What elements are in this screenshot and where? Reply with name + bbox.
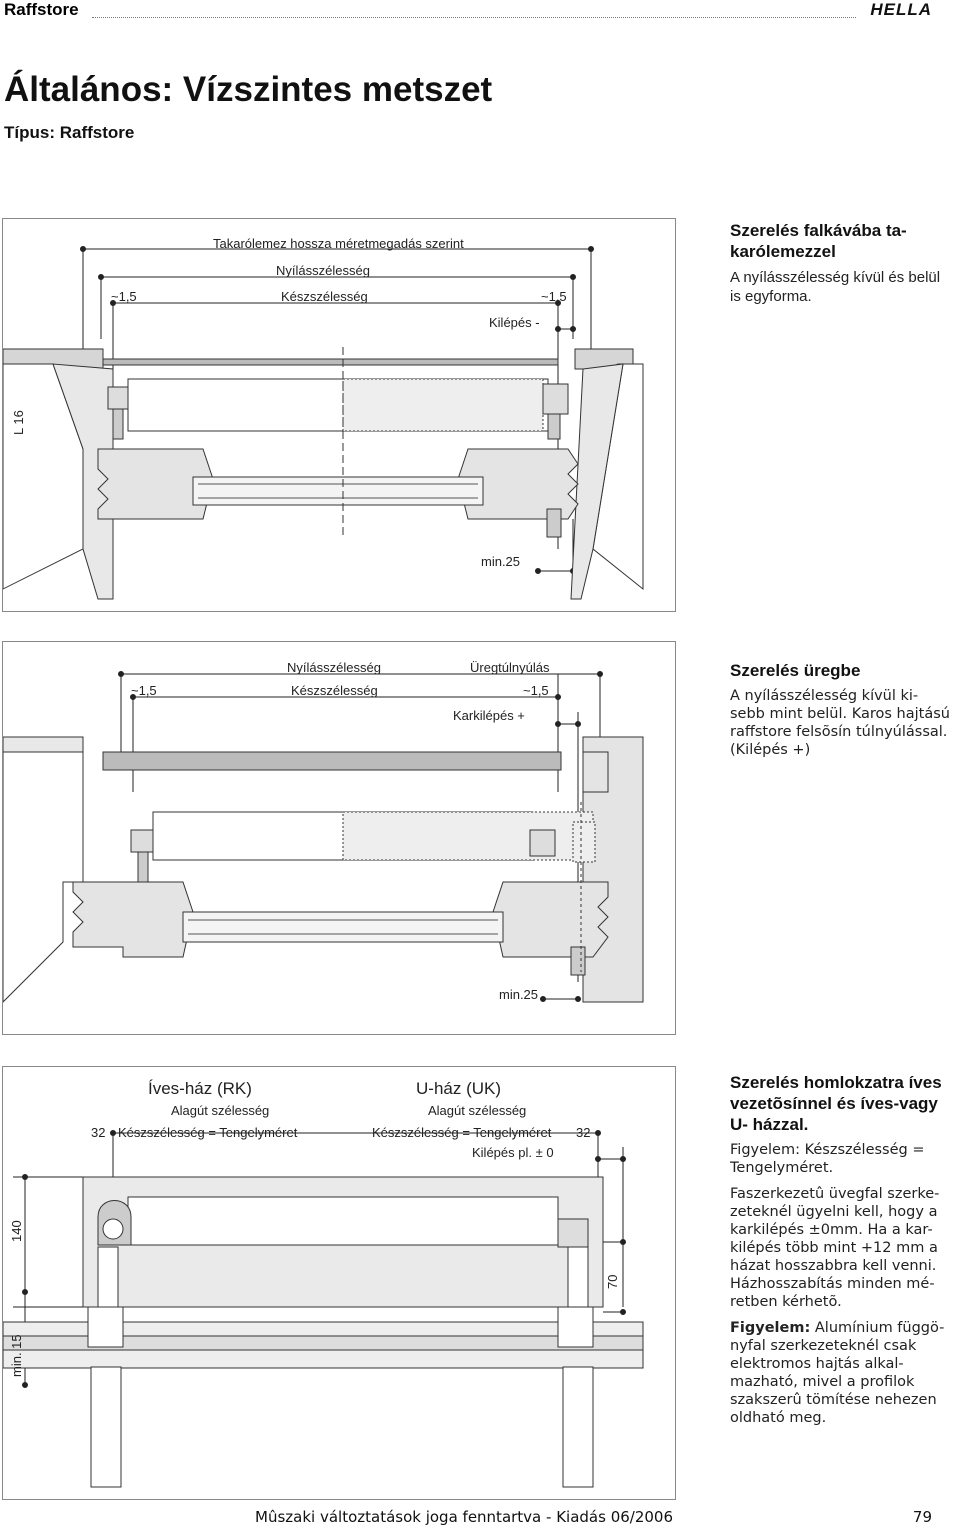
page-subtitle: Típus: Raffstore [4, 123, 135, 142]
page-number: 79 [912, 1508, 932, 1526]
label-exit-example: Kilépés pl. ± 0 [472, 1145, 554, 1160]
footer-note: Mûszaki változtatások joga fenntartva - … [255, 1508, 674, 1526]
section-cavity-mount: Szerelés üregbe A nyílásszélesség kívül … [730, 660, 950, 759]
drawing-panel-reveal-mount: Takarólemez hossza méretmegadás szerint … [2, 218, 676, 612]
drawing-facade-mount: Íves-ház (RK) U-ház (UK) Alagút szélessé… [3, 1079, 644, 1488]
label-arc-housing: Íves-ház (RK) [148, 1079, 252, 1098]
label-finished-eq-shaft-right: Készszélesség = Tengelyméret [372, 1125, 552, 1140]
label-cover-length: Takarólemez hossza méretmegadás szerint [213, 236, 464, 251]
label-arm-exit: Karkilépés + [453, 708, 525, 723]
section-warning: Figyelem: Alumínium függö-nyfal szerkeze… [730, 1319, 955, 1427]
section-heading: Szerelés falkávába ta-karólemezzel [730, 221, 907, 261]
label-cavity-overhang: Üregtúlnyúlás [470, 660, 550, 675]
label-tunnel-width-left: Alagút szélesség [171, 1103, 269, 1118]
label-tunnel-width-right: Alagút szélesség [428, 1103, 526, 1118]
label-finished-eq-shaft-left: Készszélesség = Tengelyméret [118, 1125, 298, 1140]
label-tolerance-right: ~1,5 [523, 683, 549, 698]
label-tolerance-right: ~1,5 [541, 289, 567, 304]
drawing-reveal-mount: Takarólemez hossza méretmegadás szerint … [3, 236, 644, 600]
label-exit: Kilépés - [489, 315, 540, 330]
section-text: A nyílásszélesség kívül ki-sebb mint bel… [730, 688, 950, 758]
label-l16: L 16 [11, 410, 26, 435]
label-opening-width: Nyílásszélesség [276, 263, 370, 278]
section-note: Figyelem: Készszélesség = Tengelyméret. [730, 1142, 925, 1176]
section-text: Faszerkezetû üvegfal szerke-zeteknél ügy… [730, 1186, 940, 1274]
section-text: A nyílásszélesség kívül és belül is egyf… [730, 269, 941, 305]
page-title: Általános: Vízszintes metszet [4, 70, 493, 109]
warning-text: Alumínium függö-nyfal szerkezeteknél csa… [730, 1320, 945, 1426]
section-facade-mount: Szerelés homlokzatra íves vezetõsínnel é… [730, 1072, 955, 1427]
header-divider [92, 17, 856, 18]
label-finished-width: Készszélesség [281, 289, 368, 304]
label-tolerance-left: ~1,5 [111, 289, 137, 304]
drawing-cavity-mount: Nyílásszélesség Üregtúlnyúlás Készszéles… [3, 660, 644, 1003]
label-d32-right: 32 [576, 1125, 590, 1140]
label-min15: min. 15 [9, 1334, 24, 1377]
label-d32-left: 32 [91, 1125, 105, 1140]
header-section-title: Raffstore [4, 0, 79, 19]
label-d140: 140 [9, 1220, 24, 1242]
brand-logo: HELLA [870, 0, 932, 19]
label-min25: min.25 [481, 554, 520, 569]
drawing-panel-facade-mount: Íves-ház (RK) U-ház (UK) Alagút szélessé… [2, 1066, 676, 1500]
label-d70: 70 [605, 1275, 620, 1289]
drawing-panel-cavity-mount: Nyílásszélesség Üregtúlnyúlás Készszéles… [2, 641, 676, 1035]
label-u-housing: U-ház (UK) [416, 1079, 501, 1098]
label-opening-width: Nyílásszélesség [287, 660, 381, 675]
label-tolerance-left: ~1,5 [131, 683, 157, 698]
section-heading: Szerelés homlokzatra íves vezetõsínnel é… [730, 1073, 942, 1134]
warning-label: Figyelem: [730, 1320, 811, 1336]
label-finished-width: Készszélesség [291, 683, 378, 698]
label-min25: min.25 [499, 987, 538, 1002]
section-heading: Szerelés üregbe [730, 661, 861, 680]
section-text: Házhosszabítás minden mé-retben kérhetõ. [730, 1276, 935, 1310]
section-reveal-mount: Szerelés falkávába ta-karólemezzel A nyí… [730, 220, 945, 306]
